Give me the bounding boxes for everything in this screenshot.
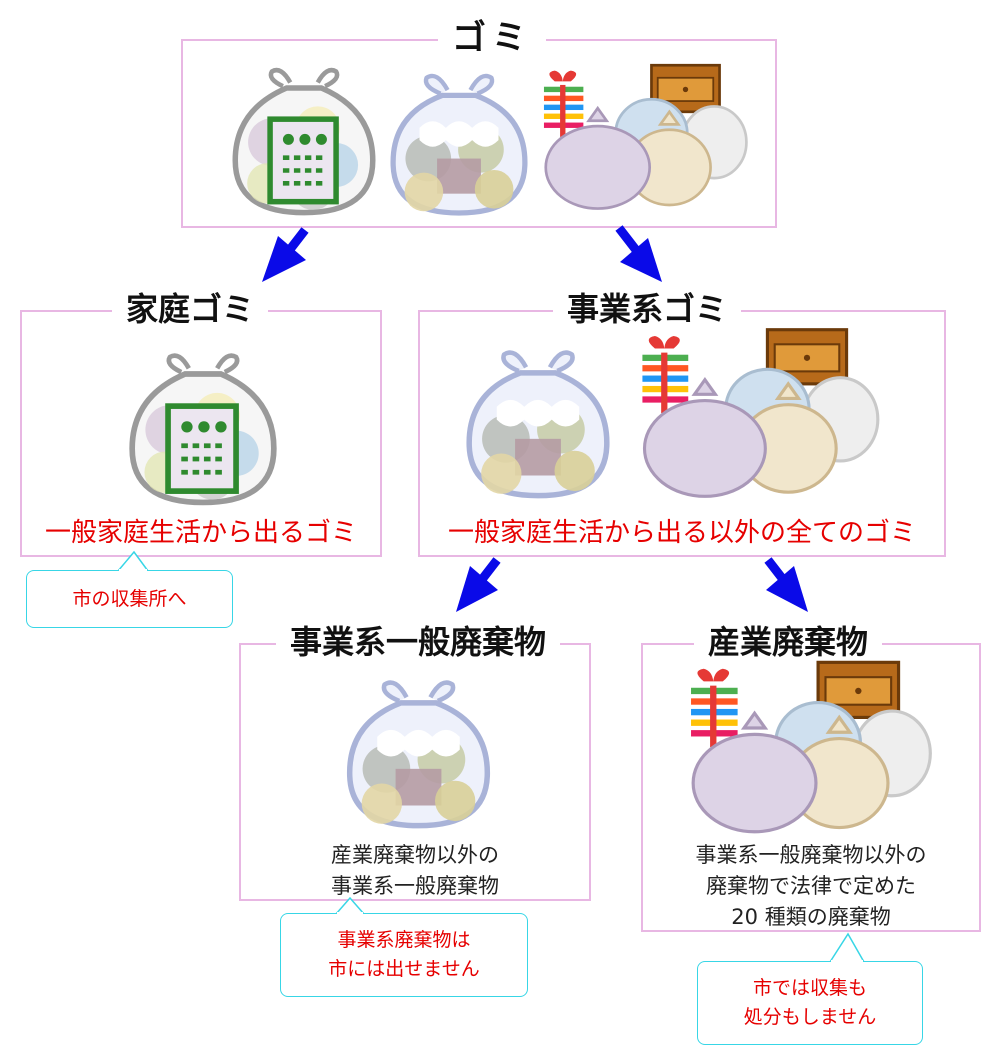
desc-line: 産業廃棄物以外の — [331, 843, 499, 867]
arrow-down-icon — [456, 557, 501, 612]
callout-text: 市の収集所へ — [72, 587, 187, 610]
industrial-callout: 市では収集も 処分もしません — [697, 961, 923, 1045]
desc-line: 20 種類の廃棄物 — [731, 905, 891, 929]
callout-line: 市には出せません — [328, 958, 480, 980]
tail-gap — [337, 912, 363, 915]
callout-line: 処分もしません — [743, 1006, 877, 1028]
business-caption: 一般家庭生活から出る以外の全てのゴミ — [447, 518, 916, 548]
business-general-desc: 産業廃棄物以外の 事業系一般廃棄物 — [239, 840, 591, 902]
industrial-title: 産業廃棄物 — [694, 622, 883, 662]
arrow-down-icon — [262, 227, 309, 282]
tail-gap — [831, 960, 863, 963]
desc-line: 事業系一般廃棄物 — [331, 874, 499, 898]
desc-line: 事業系一般廃棄物以外の — [695, 843, 927, 867]
arrow-down-icon — [615, 225, 662, 282]
callout-line: 市では収集も — [752, 977, 867, 999]
industrial-desc: 事業系一般廃棄物以外の 廃棄物で法律で定めた 20 種類の廃棄物 — [641, 840, 981, 933]
business-general-title: 事業系一般廃棄物 — [276, 622, 561, 662]
arrow-down-icon — [764, 557, 808, 612]
household-title: 家庭ゴミ — [112, 289, 269, 329]
desc-line: 廃棄物で法律で定めた — [706, 874, 916, 898]
callout-line: 事業系廃棄物は — [337, 929, 471, 951]
household-caption: 一般家庭生活から出るゴミ — [44, 518, 357, 548]
tail-gap — [119, 569, 147, 572]
root-title: ゴミ — [438, 18, 546, 58]
household-callout: 市の収集所へ — [26, 570, 233, 628]
business-title: 事業系ゴミ — [553, 289, 742, 329]
business-general-callout: 事業系廃棄物は 市には出せません — [280, 913, 528, 997]
